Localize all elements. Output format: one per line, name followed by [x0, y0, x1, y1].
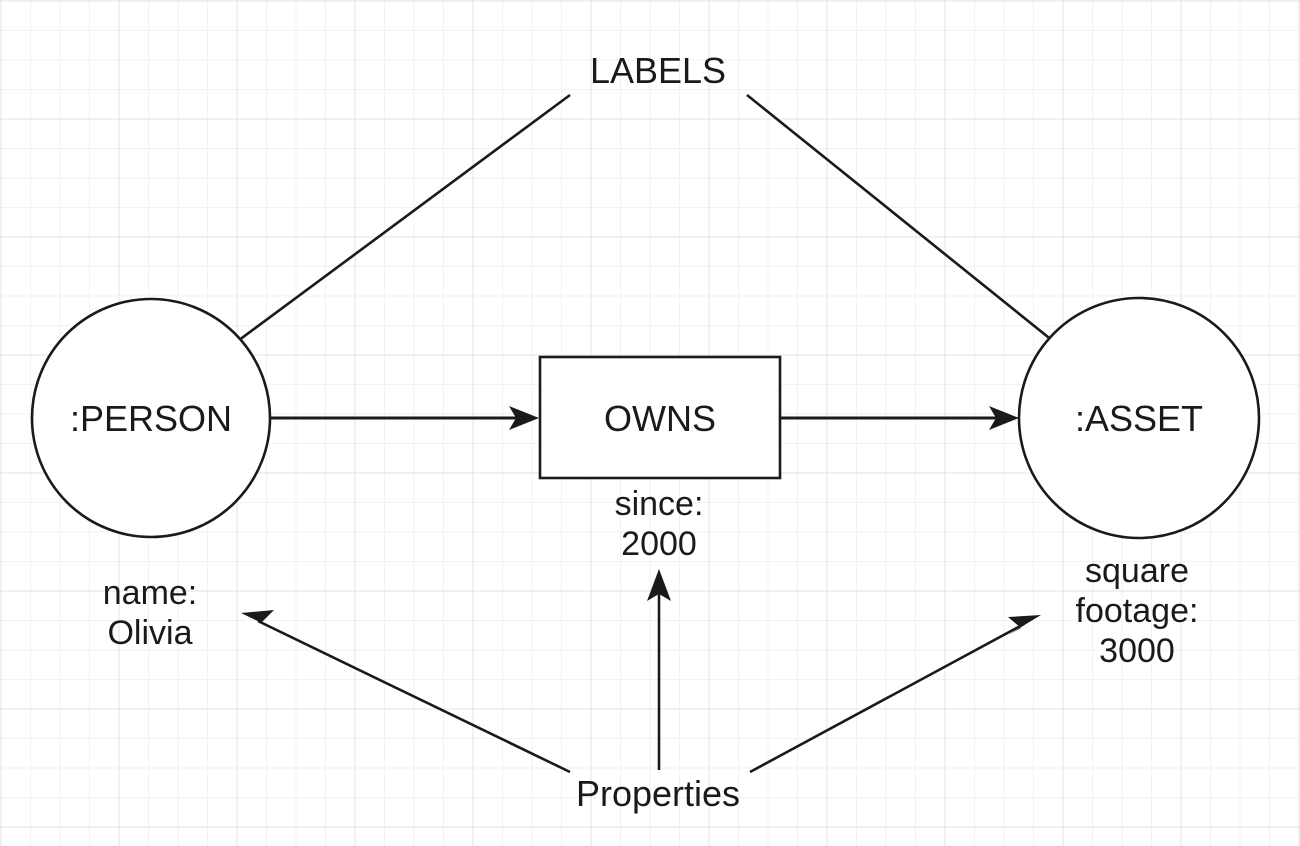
- edge-owns-to-asset: [780, 406, 1019, 430]
- node-asset-label: :ASSET: [1074, 398, 1204, 439]
- node-person-properties: name: Olivia: [102, 574, 198, 653]
- node-asset-properties: square footage: 3000: [1075, 552, 1199, 671]
- properties-to-owns-props-arrow: [647, 569, 671, 770]
- properties-to-person-props-arrow: [241, 610, 571, 774]
- node-person-label: :PERSON: [69, 398, 233, 439]
- relationship-owns-rect[interactable]: [538, 355, 782, 480]
- edge-person-to-owns: [270, 406, 539, 430]
- labels-heading: LABELS: [589, 50, 727, 91]
- properties-heading: Properties: [575, 773, 741, 814]
- relationship-owns-label: OWNS: [604, 398, 716, 439]
- relationship-owns-properties: since: 2000: [614, 485, 704, 564]
- properties-to-asset-props-arrow: [749, 615, 1041, 774]
